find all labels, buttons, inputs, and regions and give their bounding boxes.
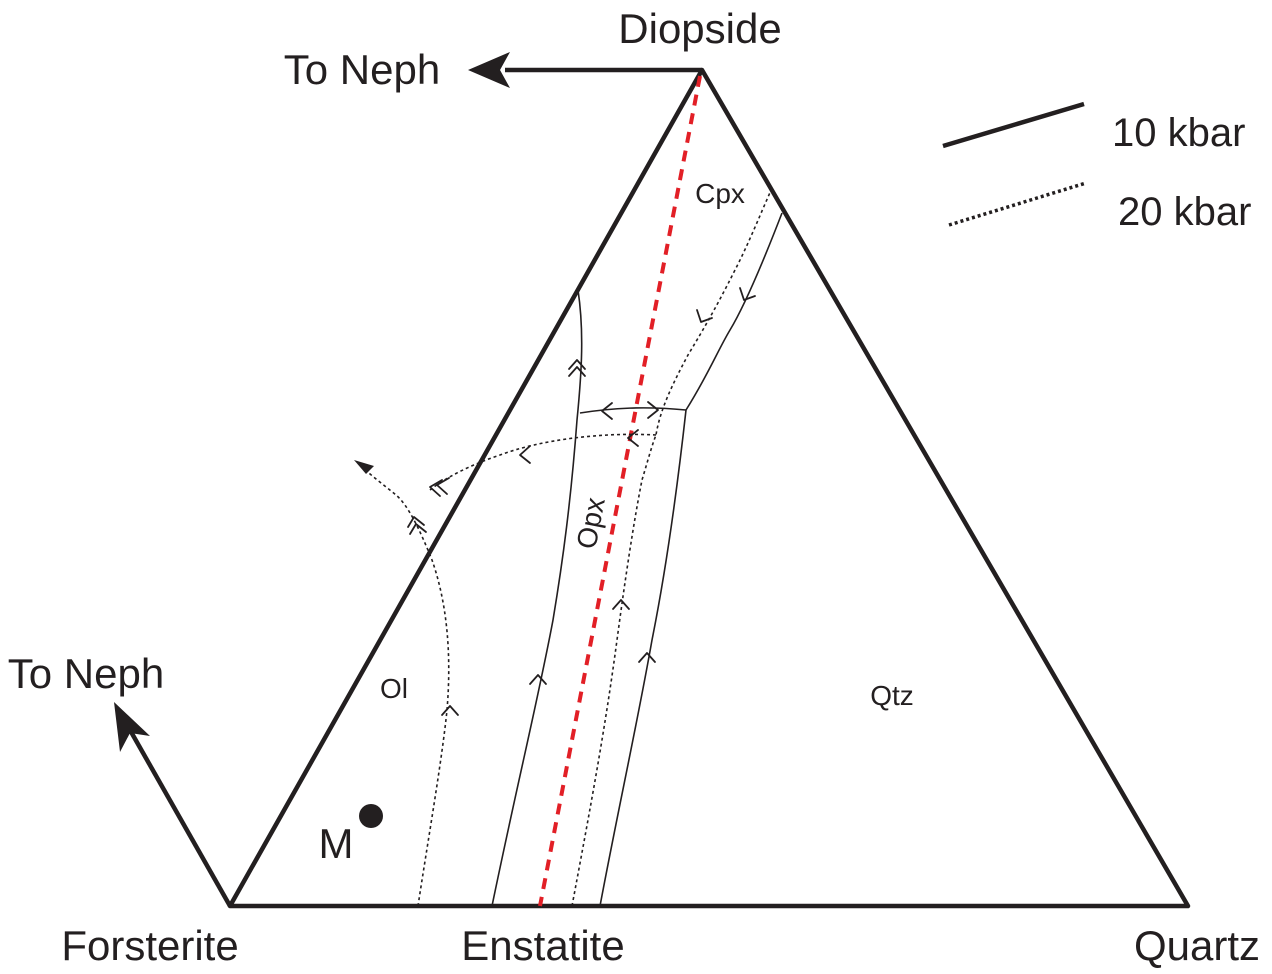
composition-point-m <box>359 804 383 828</box>
legend-solid-line <box>942 101 1085 149</box>
field-label-opx: Opx <box>571 495 611 551</box>
boundary-20kbar-cpx-qtz <box>655 187 773 436</box>
vertex-label-forsterite: Forsterite <box>61 922 238 969</box>
chevron-up-ol-opx-10 <box>529 674 547 685</box>
chevron-left-cpx-opx-10 <box>601 402 613 420</box>
boundary-20kbar-opx-qtz <box>571 434 657 907</box>
point-label-m: M <box>319 820 354 867</box>
chevron-up-ol-20 <box>441 705 459 716</box>
boundary-20kbar-ol-opx <box>357 462 450 907</box>
left-neph-arrowhead <box>114 702 150 752</box>
ternary-triangle <box>227 67 1191 909</box>
field-label-cpx: Cpx <box>695 178 745 209</box>
field-label-ol: Ol <box>380 673 408 704</box>
legend-label-20kbar: 20 kbar <box>1118 190 1251 234</box>
field-label-qtz: Qtz <box>870 680 914 711</box>
vertex-label-quartz: Quartz <box>1134 922 1260 969</box>
boundary-20kbar-cpx-ol <box>429 433 657 491</box>
legend-dotted-line <box>948 181 1087 227</box>
left-neph-arrow-line <box>128 728 232 908</box>
boundary-10kbar-cpx-opx <box>579 407 687 414</box>
top-neph-arrowhead <box>468 52 510 88</box>
vertex-label-enstatite: Enstatite <box>461 922 624 969</box>
chevron-up-opx-qtz-10 <box>638 652 656 663</box>
boundary-10kbar-opx-qtz <box>599 409 687 907</box>
chevron-double-up-2 <box>407 516 427 535</box>
vertex-label-diopside: Diopside <box>618 5 781 52</box>
left-neph-label: To Neph <box>8 650 164 697</box>
boundary-20kbar-arrowhead <box>354 460 374 474</box>
chevron-right-cpx-opx-10 <box>647 401 659 419</box>
chevron-up-opx-qtz-20 <box>612 599 630 610</box>
diopside-enstatite-join <box>538 75 702 907</box>
chevron-double-left-1 <box>429 477 450 497</box>
chevron-left-cpx-ol-20-a <box>627 429 639 447</box>
boundary-10kbar-cpx-qtz <box>685 212 783 411</box>
boundary-10kbar-ol-opx <box>491 289 583 907</box>
chevron-down-cpx-qtz-20 <box>696 309 713 323</box>
chevron-double-up-1 <box>568 359 586 377</box>
legend-label-10kbar: 10 kbar <box>1112 111 1245 155</box>
top-neph-label: To Neph <box>284 46 440 93</box>
chevron-down-cpx-qtz-10 <box>739 287 756 301</box>
chevron-left-cpx-ol-20-b <box>519 445 531 464</box>
